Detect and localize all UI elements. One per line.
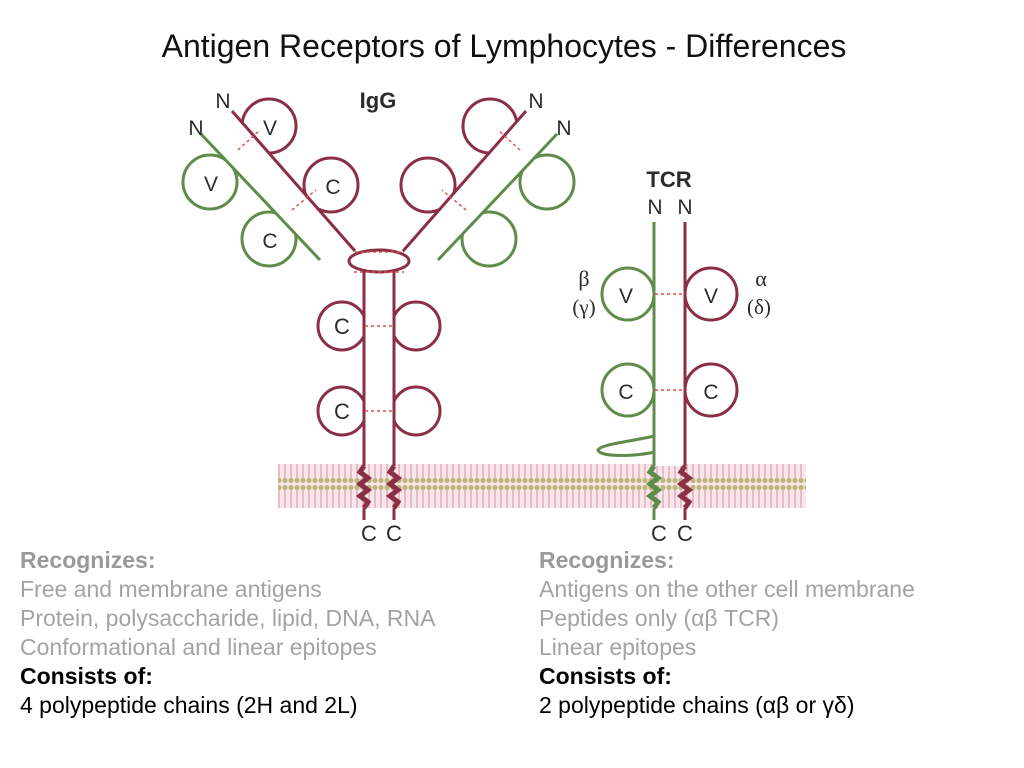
tcr-n-terminus: N <box>647 196 662 219</box>
igg-v-label: V <box>204 173 218 196</box>
igg-n-terminus: N <box>528 90 543 113</box>
tcr-receptor: V V C C TCR N N β (γ) α (δ) C C <box>572 167 771 546</box>
igg-c-terminus: C <box>386 521 402 546</box>
tcr-delta-label: (δ) <box>747 295 771 319</box>
igg-ch-domain <box>390 385 442 437</box>
igg-c-label: C <box>334 314 350 339</box>
igg-c-label: C <box>262 230 277 253</box>
recognizes-item: Protein, polysaccharide, lipid, DNA, RNA <box>20 605 436 631</box>
receptor-diagram: C C V C V C N N <box>181 88 806 546</box>
consists-value: 4 polypeptide chains (2H and 2L) <box>20 692 358 718</box>
igg-fab-arm-right: N N <box>399 90 576 268</box>
tcr-c-label: C <box>703 381 718 404</box>
tcr-description-column: Recognizes: Antigens on the other cell m… <box>539 546 1019 720</box>
tcr-c-terminus: C <box>677 521 693 546</box>
igg-hinge <box>347 248 411 274</box>
recognizes-item: Conformational and linear epitopes <box>20 634 377 660</box>
tcr-alpha-label: α <box>755 266 767 291</box>
igg-transmembrane-coil <box>355 464 403 510</box>
tcr-gamma-label: (γ) <box>572 295 595 319</box>
recognizes-heading: Recognizes: <box>20 547 156 573</box>
igg-description-column: Recognizes: Free and membrane antigens P… <box>20 546 530 720</box>
recognizes-item: Peptides only (αβ TCR) <box>539 605 779 631</box>
igg-c-terminus: C <box>361 521 377 546</box>
recognizes-item: Linear epitopes <box>539 634 697 660</box>
tcr-v-label: V <box>619 285 633 308</box>
slide-title: Antigen Receptors of Lymphocytes - Diffe… <box>161 28 847 64</box>
igg-c-label: C <box>334 399 350 424</box>
recognizes-item: Free and membrane antigens <box>20 576 322 602</box>
igg-n-terminus: N <box>215 90 230 113</box>
tcr-c-label: C <box>618 381 633 404</box>
tcr-connecting-loop <box>596 434 655 457</box>
consists-heading: Consists of: <box>539 663 672 689</box>
tcr-c-terminus: C <box>651 521 667 546</box>
consists-heading: Consists of: <box>20 663 153 689</box>
tcr-n-terminus: N <box>677 196 692 219</box>
igg-v-label: V <box>263 117 277 140</box>
cell-membrane <box>278 464 806 508</box>
igg-fab-arm-left: V C V C N N <box>181 90 360 268</box>
consists-value: 2 polypeptide chains (αβ or γδ) <box>539 692 855 718</box>
igg-antibody: C C V C V C N N <box>181 88 576 546</box>
igg-ch-domain <box>390 300 442 352</box>
tcr-label: TCR <box>646 167 691 192</box>
igg-c-label: C <box>325 176 340 199</box>
recognizes-item: Antigens on the other cell membrane <box>539 576 915 602</box>
igg-n-terminus: N <box>556 117 571 140</box>
recognizes-heading: Recognizes: <box>539 547 675 573</box>
igg-label: IgG <box>360 88 397 113</box>
tcr-beta-label: β <box>578 266 589 291</box>
igg-n-terminus: N <box>188 117 203 140</box>
tcr-transmembrane-coil <box>645 464 694 510</box>
tcr-v-label: V <box>704 285 718 308</box>
